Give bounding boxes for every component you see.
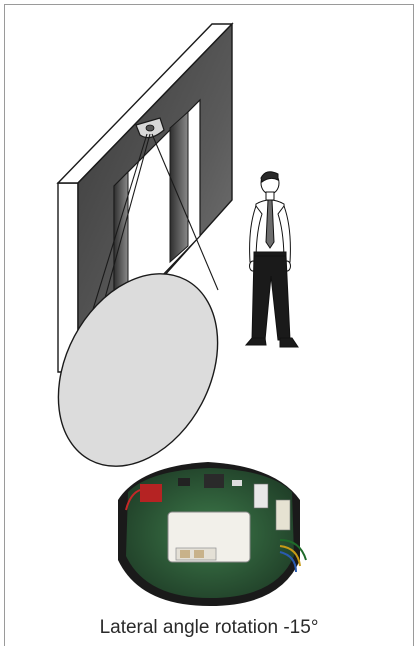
standing-person bbox=[246, 172, 298, 347]
diagram-caption: Lateral angle rotation -15° bbox=[0, 617, 418, 639]
sensor-circuit-board bbox=[118, 462, 306, 606]
